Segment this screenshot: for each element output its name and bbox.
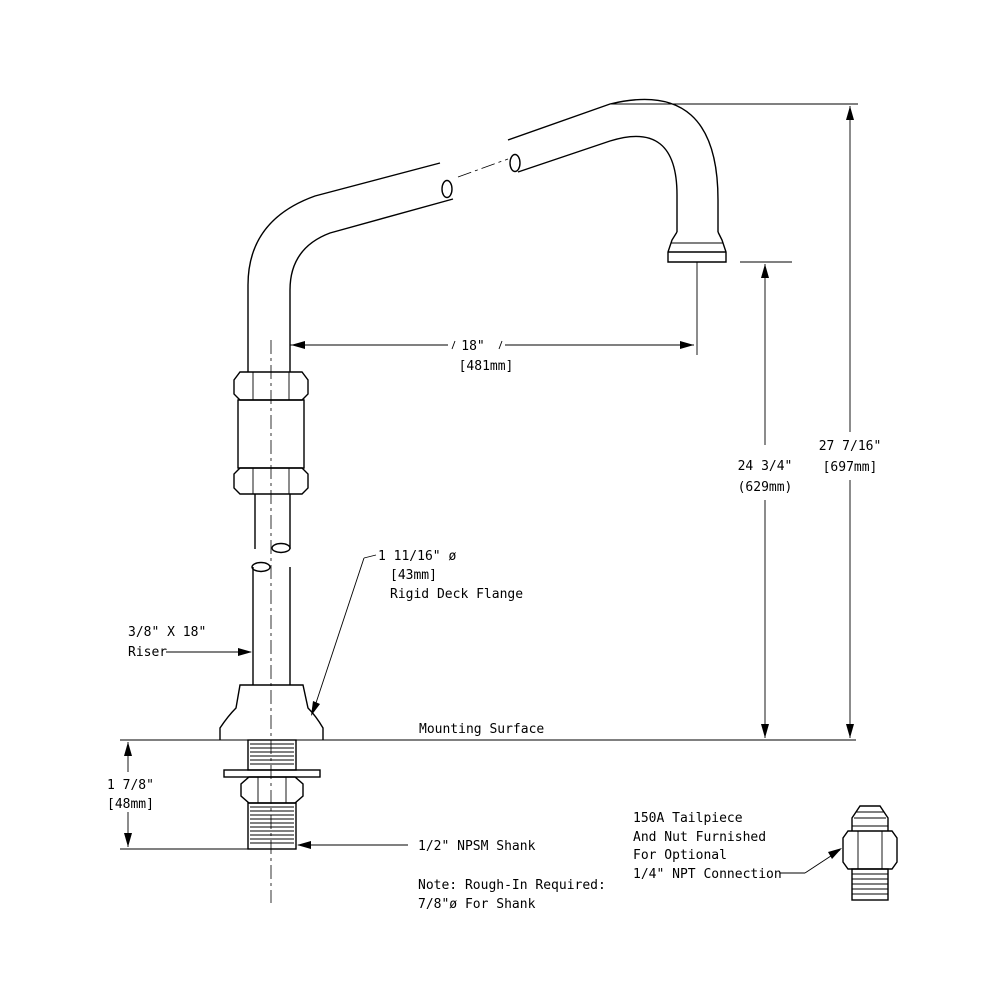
tailpiece-line-2: And Nut Furnished [633, 830, 766, 845]
tailpiece-line-1: 150A Tailpiece [633, 811, 743, 826]
shank-label: 1/2" NPSM Shank [418, 839, 536, 854]
shank-length-label: 1 7/8" [107, 778, 154, 793]
spread-mm-label: [481mm] [459, 359, 514, 374]
leader-tailpiece [780, 848, 842, 874]
flange-mm-label: [43mm] [390, 568, 437, 583]
tailpiece-line-4: 1/4" NPT Connection [633, 867, 782, 882]
shank [223, 739, 321, 850]
shank-length-mm-label: [48mm] [107, 797, 154, 812]
leader-riser [166, 648, 252, 656]
spout-outlet [667, 231, 727, 263]
overall-height-label: 27 7/16" [819, 439, 882, 454]
deck-flange [219, 684, 324, 740]
spout-tube [247, 98, 719, 372]
riser-name-label: Riser [128, 645, 167, 660]
note-line-2: 7/8"ø For Shank [418, 897, 536, 912]
flange-name-label: Rigid Deck Flange [390, 587, 523, 602]
spread-label: 18" [461, 339, 484, 354]
leader-shank [297, 841, 408, 849]
riser-tube [251, 494, 291, 685]
dimension-shank-length [120, 739, 250, 850]
dimension-spread [290, 262, 698, 355]
dimension-spout-clearance [740, 261, 792, 738]
mounting-surface-label: Mounting Surface [419, 722, 544, 737]
spout-clearance-label: 24 3/4" [738, 459, 793, 474]
overall-height-mm-label: [697mm] [823, 460, 878, 475]
dimension-overall-height [610, 103, 858, 738]
note-line-1: Note: Rough-In Required: [418, 878, 606, 893]
tailpiece-line-3: For Optional [633, 848, 727, 863]
leader-flange [311, 554, 377, 716]
riser-size-label: 3/8" X 18" [128, 625, 206, 640]
spout-clearance-mm-label: (629mm) [738, 480, 793, 495]
tailpiece-detail [842, 805, 898, 901]
flange-diameter-label: 1 11/16" ø [378, 549, 456, 564]
